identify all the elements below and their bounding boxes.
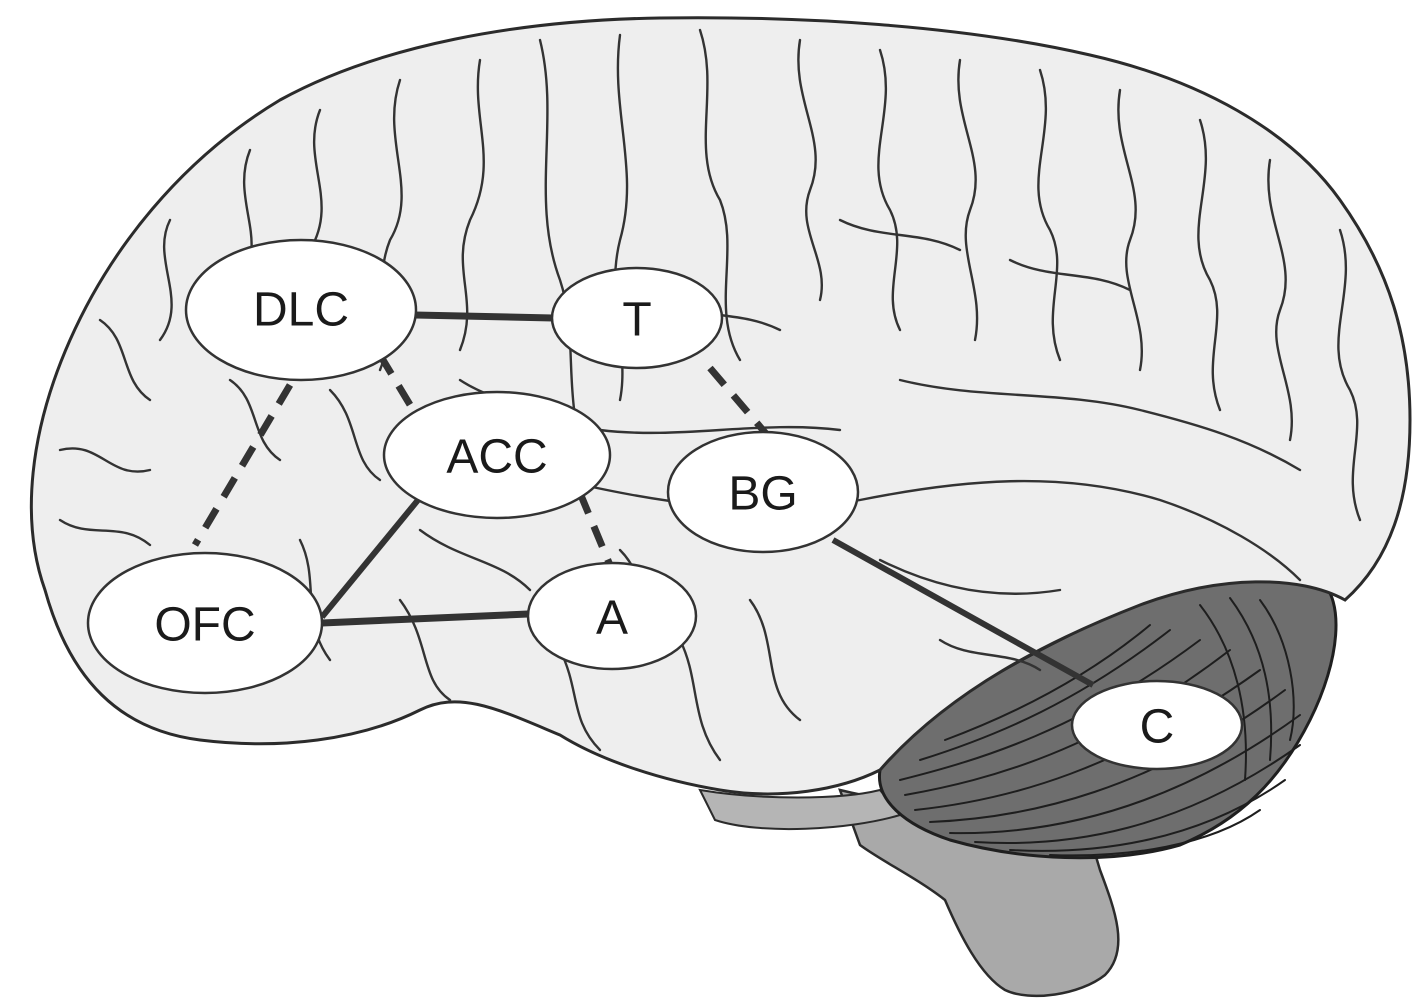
node-bg-label: BG (728, 468, 797, 521)
node-a-shape (526, 561, 698, 671)
node-a: A (526, 561, 698, 671)
node-acc-shape (382, 390, 612, 520)
node-acc: ACC (382, 390, 612, 520)
connection-acc-ofc (319, 498, 421, 619)
node-t: T (550, 266, 724, 370)
node-t-shape (550, 266, 724, 370)
node-ofc-shape (86, 551, 324, 695)
connection-dlc-acc (377, 353, 421, 420)
connection-t-bg (707, 365, 771, 439)
connection-dlc-ofc (191, 383, 294, 547)
node-c: C (1070, 679, 1244, 771)
node-dlc-shape (184, 238, 418, 382)
node-acc-label: ACC (446, 431, 547, 484)
connection-ofc-a (321, 610, 529, 627)
cerebral-cortex (29, 16, 1412, 796)
node-t-label: T (622, 294, 651, 347)
node-a-label: A (596, 592, 628, 645)
connections (191, 311, 1095, 688)
node-c-shape (1070, 679, 1244, 771)
node-bg: BG (666, 430, 860, 554)
connection-bg-c (831, 537, 1095, 688)
node-dlc-label: DLC (253, 284, 349, 337)
node-ofc: OFC (86, 551, 324, 695)
node-c-label: C (1140, 701, 1175, 754)
connection-dlc-t (414, 311, 554, 322)
node-dlc: DLC (184, 238, 418, 382)
node-ofc-label: OFC (154, 599, 255, 652)
connection-acc-a (576, 491, 616, 572)
node-bg-shape (666, 430, 860, 554)
